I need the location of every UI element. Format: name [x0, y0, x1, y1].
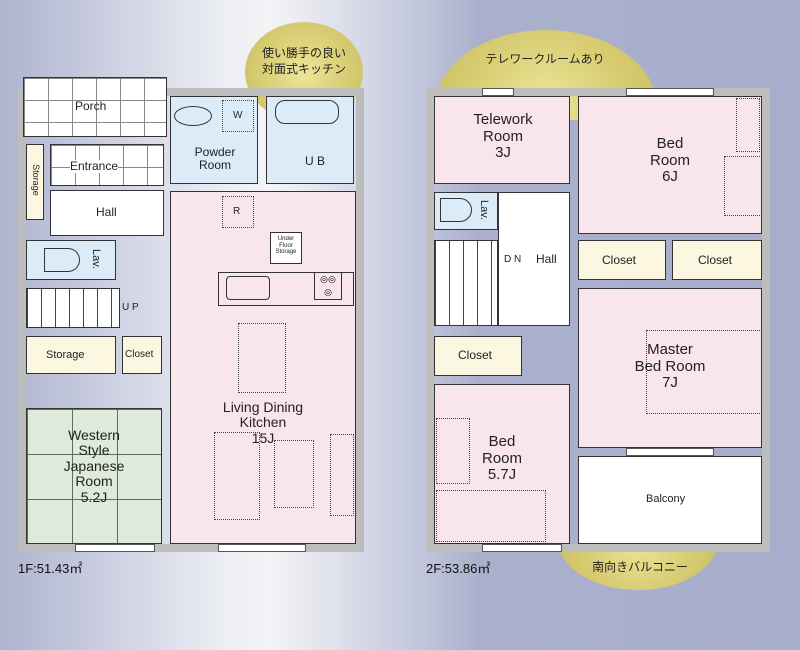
stairs-1f: [26, 288, 120, 328]
telework-callout-text: テレワークルームあり: [485, 52, 605, 66]
label-closet-2f-a: Closet: [602, 253, 637, 267]
room-closet-1f: [122, 336, 162, 374]
label-bed-6j: Bed Room 6J: [649, 135, 690, 185]
kitchen-callout-text: 使い勝手の良い 対面式キッチン: [245, 46, 363, 77]
label-storage-1f: Storage: [46, 349, 85, 361]
master-bed-furniture: [646, 330, 762, 414]
room-bed-5-7j: [434, 384, 570, 544]
toilet-icon-2f: [440, 198, 472, 222]
label-powder: Powder Room: [194, 145, 236, 173]
room-bath: [266, 96, 354, 184]
wall-1f-right: [356, 88, 364, 552]
window-1f-bottom-left: [75, 544, 155, 552]
label-closet-1f: Closet: [125, 349, 154, 360]
label-fridge: R: [233, 206, 241, 217]
kitchen-callout-line1: 使い勝手の良い: [261, 46, 346, 60]
sink-icon: [174, 106, 212, 126]
floor-area-2f: 2F:53.86㎡: [426, 561, 491, 576]
label-underfloor: Under Floor Storage: [275, 236, 297, 256]
label-japanese: Western Style Japanese Room 5.2J: [63, 427, 125, 505]
wall-2f-bottom: [426, 544, 770, 552]
label-bed-5-7j: Bed Room 5.7J: [481, 433, 522, 483]
room-hall-2f: [498, 192, 570, 326]
label-washer: W: [233, 110, 243, 121]
label-dn: D N: [504, 254, 522, 265]
label-lav-1f: Lav.: [90, 249, 103, 270]
washer-box: [222, 100, 254, 132]
room-closet-2f-a: [578, 240, 666, 280]
label-hall-2f: Hall: [536, 252, 557, 266]
label-storage-vertical: Storage: [30, 164, 41, 196]
wall-2f-top: [426, 88, 770, 96]
kitchen-callout-line2: 対面式キッチン: [261, 61, 346, 76]
label-closet-2f-b: Closet: [698, 253, 733, 267]
label-porch: Porch: [75, 99, 107, 113]
wall-1f-left: [18, 88, 26, 552]
label-ldk: Living Dining Kitchen 15J: [222, 399, 304, 446]
room-japanese: [26, 408, 162, 544]
wall-2f-right: [762, 88, 770, 552]
label-lav-2f: Lav.: [478, 200, 491, 221]
kitchen-sink: [226, 276, 270, 300]
room-balcony: [578, 456, 762, 544]
label-ub: U B: [305, 154, 326, 168]
wall-2f-left: [426, 88, 434, 552]
room-hall-1f: [50, 190, 164, 236]
label-balcony: Balcony: [646, 493, 686, 505]
label-master-bed: Master Bed Room 7J: [634, 341, 706, 391]
wall-1f-bottom: [18, 544, 364, 552]
stairs-2f: [434, 240, 498, 326]
fridge-box: [222, 196, 254, 228]
room-storage-1f: [26, 336, 116, 374]
underfloor-storage-box: [270, 232, 302, 264]
window-1f-bottom-right: [218, 544, 306, 552]
room-telework: [434, 96, 570, 184]
label-telework: Telework Room 3J: [473, 111, 533, 161]
room-ldk: [170, 191, 356, 544]
label-entrance: Entrance: [70, 159, 119, 174]
bed-6j-bed: [724, 156, 762, 216]
bed-6j-desk: [736, 98, 760, 152]
dining-table: [238, 323, 286, 393]
window-2f-bottom-bed: [482, 544, 562, 552]
room-closet-2f-b: [672, 240, 762, 280]
room-bed-6j: [578, 96, 762, 234]
tv-stand: [330, 434, 354, 516]
room-storage-vertical: [26, 144, 44, 220]
label-closet-2f-c: Closet: [458, 348, 493, 362]
window-2f-master-bottom: [626, 448, 714, 456]
bed-5-7j-bed: [436, 490, 546, 542]
kitchen-counter: [218, 272, 354, 306]
balcony-callout-text: 南向きバルコニー: [592, 560, 688, 574]
label-hall-1f: Hall: [96, 205, 117, 219]
room-master-bed: [578, 288, 762, 448]
room-porch: [23, 77, 167, 137]
room-closet-2f-c: [434, 336, 522, 376]
wall-1f-top: [163, 88, 363, 96]
floor-area-1f: 1F:51.43㎡: [18, 561, 83, 576]
label-up: U P: [122, 302, 139, 313]
stove-icon: ◎◎◎: [314, 272, 342, 300]
bathtub-icon: [275, 100, 339, 124]
toilet-icon: [44, 248, 80, 272]
tv-rug: [274, 440, 314, 508]
bed-5-7j-desk: [436, 418, 470, 484]
window-2f-top-bed: [626, 88, 714, 96]
sofa: [214, 432, 260, 520]
window-2f-top-telework: [482, 88, 514, 96]
